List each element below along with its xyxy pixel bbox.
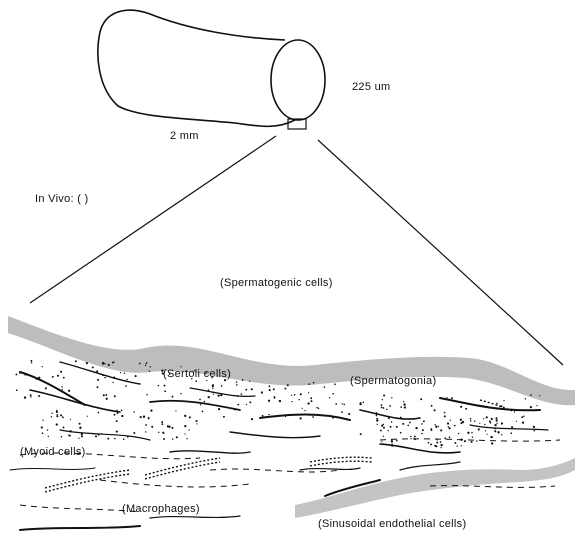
epithelium-band (8, 316, 575, 405)
in-vivo-label: In Vivo: ( ) (35, 193, 89, 205)
myoid-cells-label: (Myoid cells) (20, 446, 86, 458)
tubule-outline (98, 10, 295, 126)
tubule-segment (98, 10, 325, 129)
zoom-lines (30, 136, 563, 365)
spermatogonia-label: (Spermatogonia) (350, 375, 436, 387)
endothelial-band (295, 458, 575, 518)
spermatogenic-cells-label: (Spermatogenic cells) (220, 277, 333, 289)
macrophages-label: (Macrophages) (122, 503, 200, 515)
zoom-line-right (318, 140, 563, 365)
interstitial-tissue (10, 362, 548, 530)
sertoli-cells-label: (Sertoli cells) (163, 368, 231, 380)
sinusoidal-endothelial-cells-label: (Sinusoidal endothelial cells) (318, 518, 466, 530)
length-label: 2 mm (170, 130, 199, 142)
diameter-label: 225 um (352, 81, 391, 93)
tubule-end-opening (271, 40, 325, 120)
